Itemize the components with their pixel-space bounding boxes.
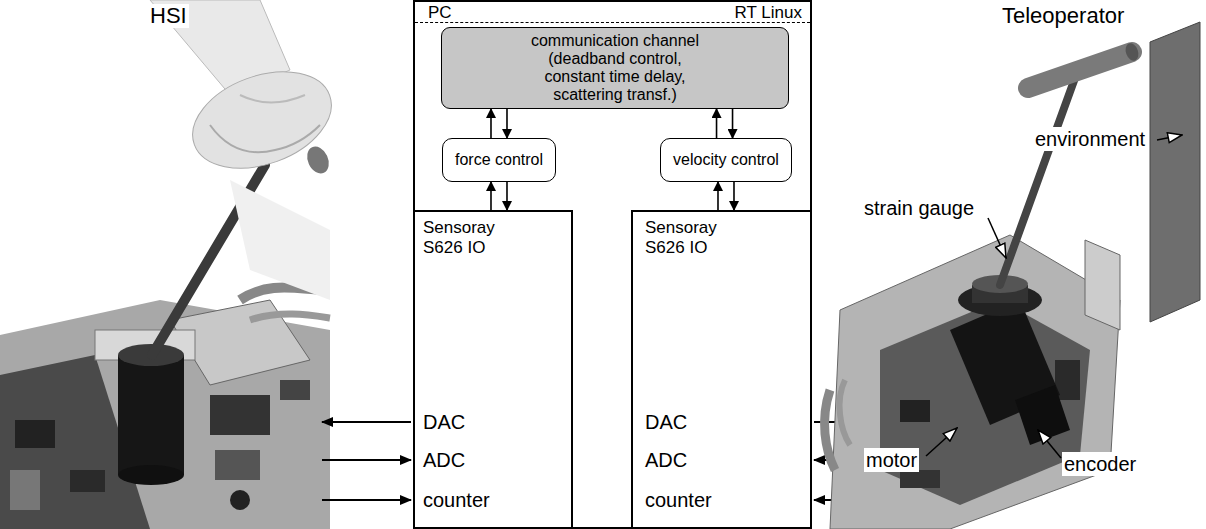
- signal-arrow: [490, 182, 492, 210]
- io-board-box: Sensoray S626 IO DAC ADC counter: [631, 210, 812, 529]
- leader-lines-part: [1157, 135, 1182, 140]
- teleoperator-photo-part: [840, 380, 850, 445]
- teleoperator-photo-part: [825, 390, 835, 470]
- io-board-box: Sensoray S626 IO DAC ADC counter: [413, 210, 573, 529]
- pc-title: PC: [428, 3, 452, 23]
- part-label: motor: [864, 448, 919, 472]
- io-board-name: Sensoray S626 IO: [423, 218, 515, 258]
- hsi-photo-part: [210, 395, 270, 435]
- hsi-photo: [0, 0, 345, 529]
- signal-name: counter: [423, 488, 490, 512]
- hsi-photo-part: [303, 143, 333, 177]
- hsi-photo-part: [70, 470, 105, 492]
- signal-arrow: [733, 182, 735, 210]
- teleoperator-photo-part: [900, 400, 930, 422]
- leader-lines-part: [988, 218, 1006, 258]
- signal-name: counter: [645, 488, 712, 512]
- teleoperator-photo-part: [1028, 52, 1132, 88]
- io-signal-arrows-part: [322, 459, 411, 461]
- signal-arrow: [716, 109, 718, 138]
- dashed-divider: [415, 22, 810, 23]
- hsi-photo-part: [210, 125, 320, 152]
- leader-lines-part: [926, 428, 957, 456]
- signal-arrow: [732, 109, 734, 138]
- signal-name: DAC: [645, 410, 687, 434]
- io-signal-arrows-part: [322, 499, 411, 501]
- teleoperator-photo-part: [900, 470, 940, 488]
- control-box: velocity control: [660, 138, 792, 182]
- hsi-photo-part: [250, 314, 330, 320]
- control-name: velocity control: [673, 151, 779, 169]
- io-signal-arrows: [322, 422, 903, 500]
- hsi-photo-part: [230, 180, 330, 300]
- teleoperator-photo-part: [1123, 41, 1140, 62]
- teleoperator-photo-part: [1150, 22, 1200, 322]
- hsi-photo-part: [118, 355, 184, 475]
- leader-lines-part: [1038, 430, 1061, 458]
- os-name: RT Linux: [735, 3, 802, 23]
- control-box: force control: [442, 138, 556, 182]
- signal-arrow: [506, 182, 508, 210]
- device-title: Teleoperator: [1000, 4, 1126, 28]
- hsi-photo-part: [230, 490, 250, 510]
- hsi-photo-part: [15, 420, 55, 448]
- channel-description: (deadband control, constant time delay, …: [525, 50, 705, 104]
- teleoperator-photo-part: [880, 300, 1090, 505]
- hsi-photo-part: [280, 380, 310, 400]
- device-title: HSI: [148, 4, 189, 28]
- signal-arrow: [717, 182, 719, 210]
- channel-box: communication channel(deadband control, …: [441, 27, 789, 109]
- signal-name: ADC: [423, 448, 465, 472]
- hsi-photo-part: [215, 450, 260, 480]
- hsi-photo-part: [10, 470, 40, 510]
- signal-name: ADC: [645, 448, 687, 472]
- pc-box: PC RT Linux communication channel(deadband…: [413, 0, 812, 529]
- teleoperator-photo-part: [1000, 78, 1075, 285]
- hsi-photo-part: [118, 465, 184, 485]
- control-name: force control: [455, 151, 543, 169]
- part-label: encoder: [1062, 452, 1138, 476]
- io-signal-arrows-part: [322, 421, 411, 423]
- teleoperator-photo-part: [830, 235, 1120, 529]
- signal-arrow: [490, 109, 492, 138]
- hsi-photo-part: [240, 95, 305, 103]
- io-board-name: Sensoray S626 IO: [645, 218, 737, 258]
- leader-lines: [926, 135, 1182, 458]
- part-label: strain gauge: [862, 196, 976, 220]
- signal-arrow: [506, 109, 508, 138]
- channel-title: communication channel: [531, 32, 699, 50]
- teleoperator-photo: [825, 22, 1200, 529]
- part-label: environment: [1033, 127, 1147, 151]
- hsi-photo-part: [179, 54, 344, 186]
- signal-name: DAC: [423, 410, 465, 434]
- teleoperator-photo-part: [1085, 240, 1120, 330]
